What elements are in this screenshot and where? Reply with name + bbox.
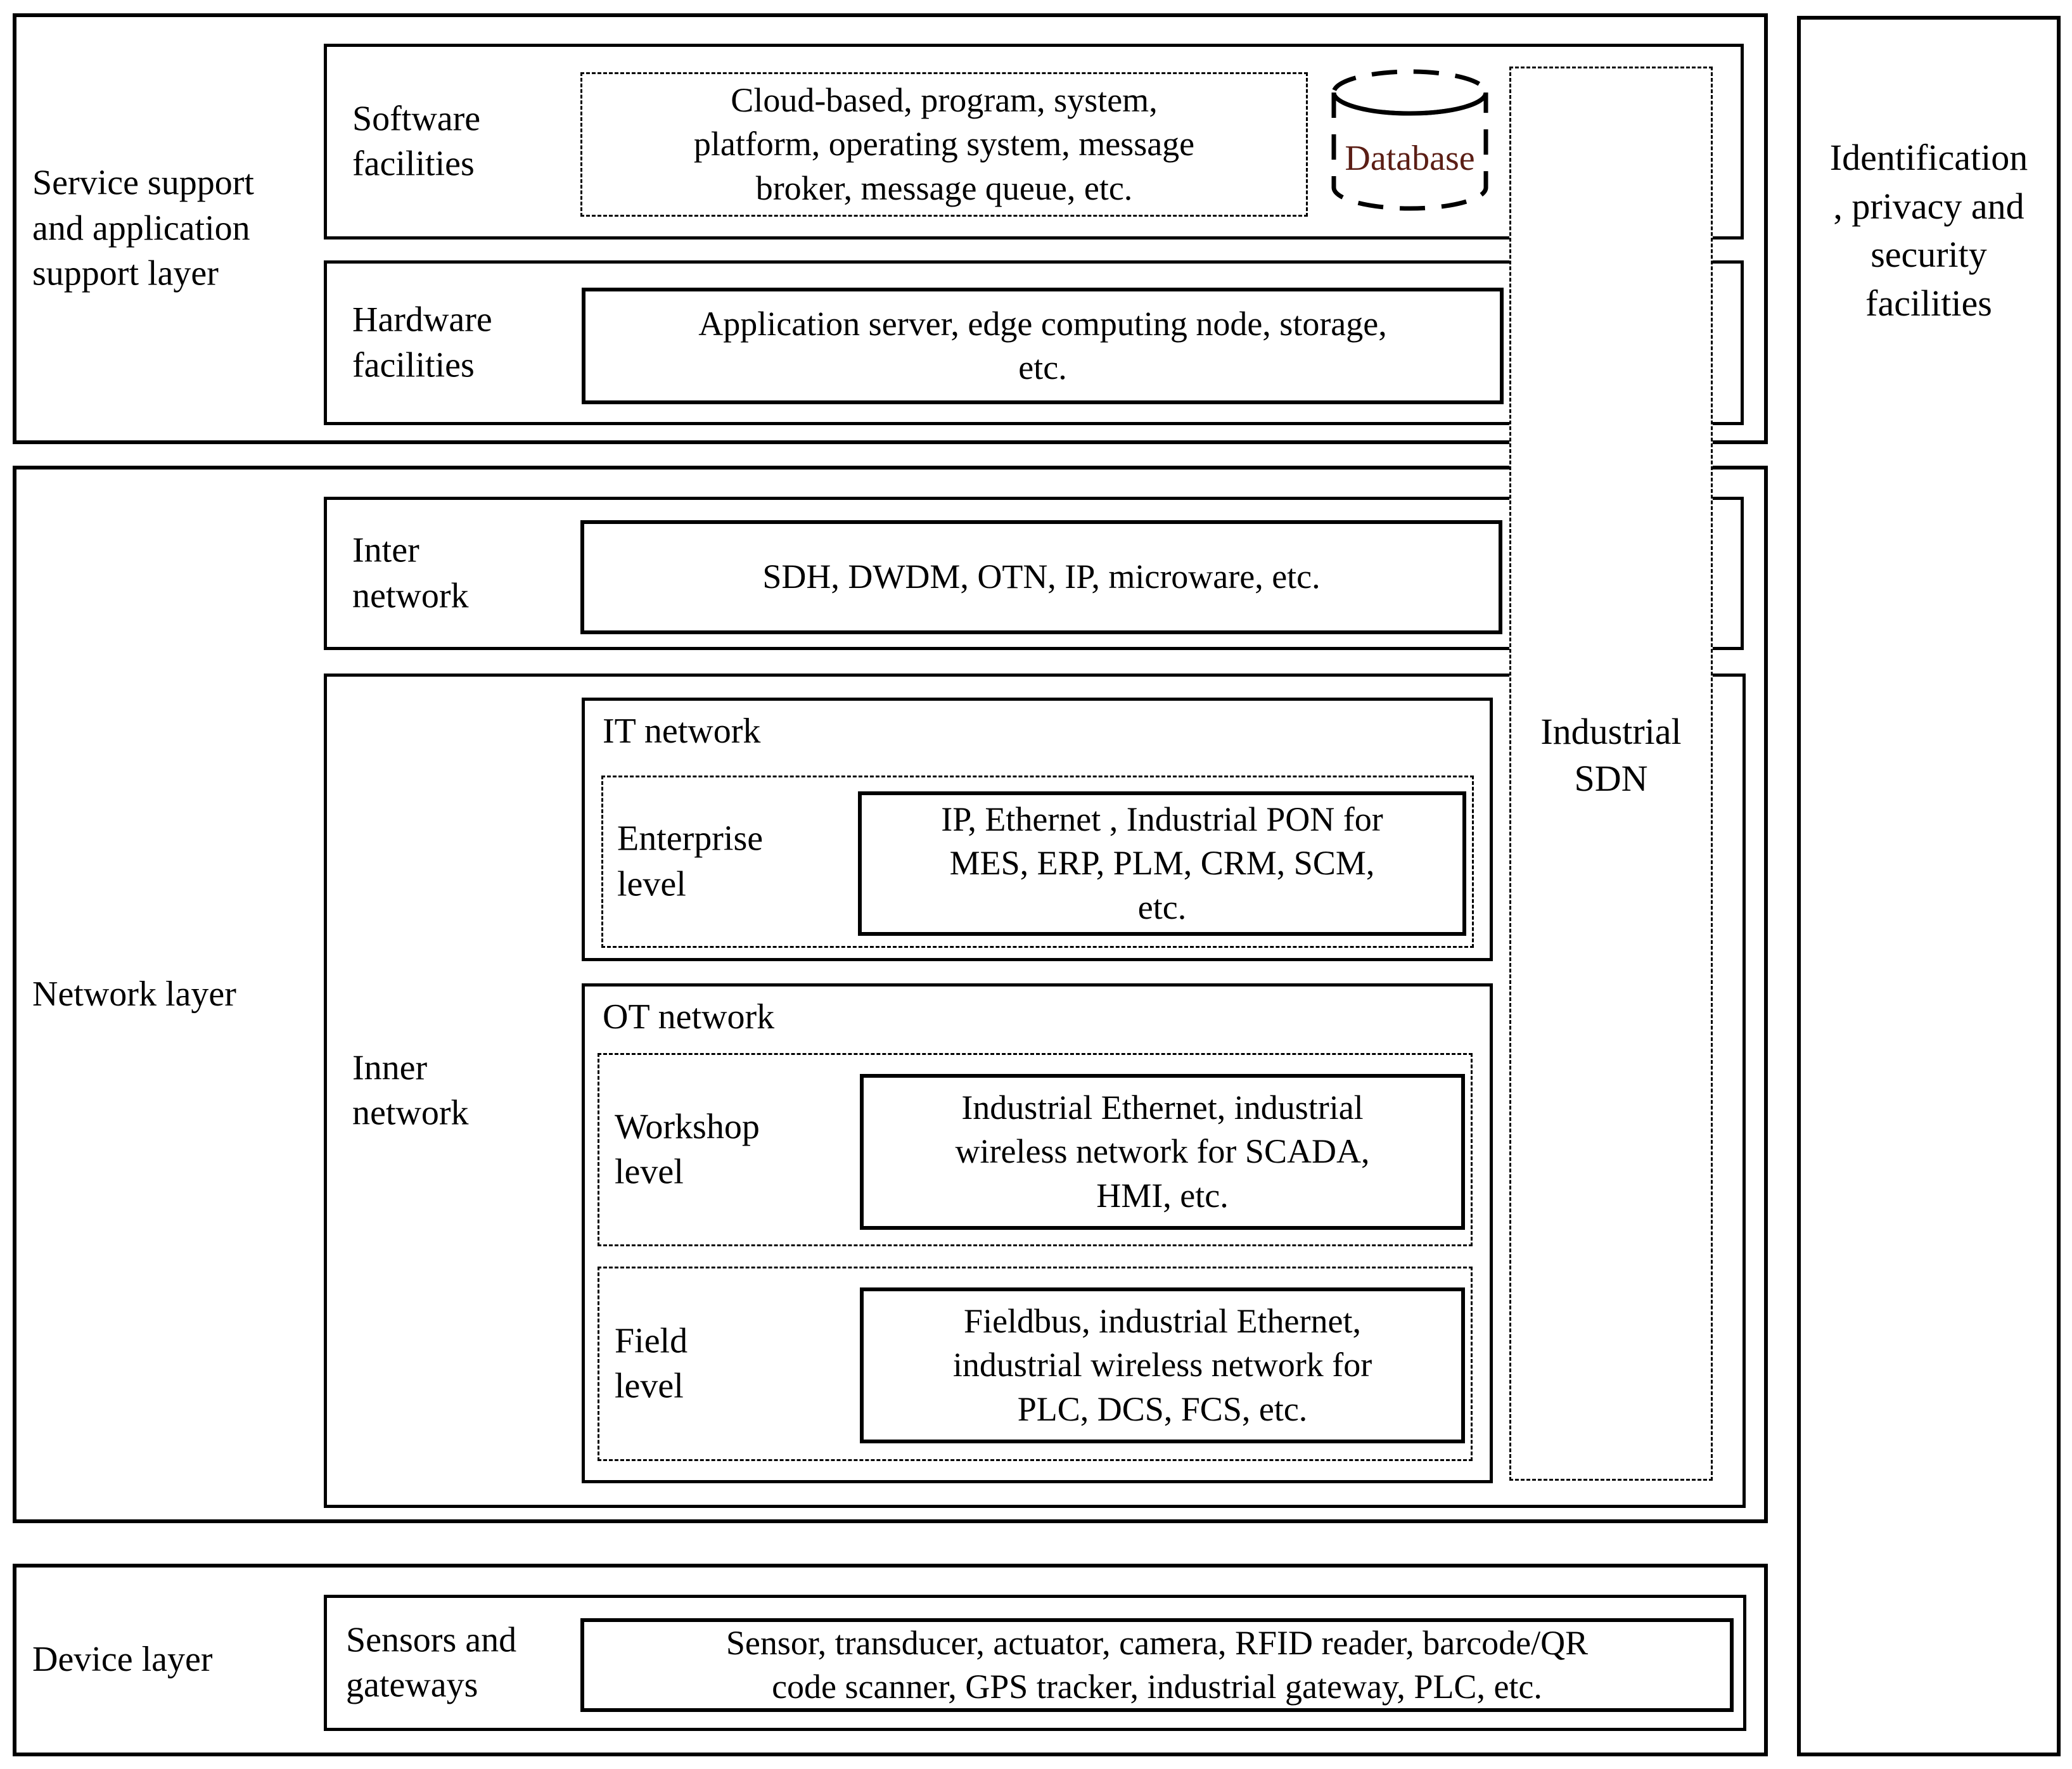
device-layer-box: Device layer Sensors and gateways Sensor… (13, 1564, 1768, 1756)
network-layer-label: Network layer (32, 974, 236, 1014)
sensors-gateways-label: Sensors and gateways (346, 1619, 517, 1705)
identification-privacy-security-label: Identification , privacy and security fa… (1829, 137, 2028, 324)
inter-network-row: Inter network SDH, DWDM, OTN, IP, microw… (324, 497, 1744, 650)
industrial-sdn-box: Industrial SDN (1509, 67, 1713, 1481)
service-support-layer-label: Service support and application support … (32, 163, 254, 293)
workshop-level-box: Workshop level Industrial Ethernet, indu… (598, 1053, 1473, 1246)
hardware-facilities-row: Hardware facilities Application server, … (324, 260, 1744, 425)
inner-network-box: Inner network IT network Enterprise leve… (324, 674, 1746, 1508)
field-level-label: Field level (615, 1320, 688, 1406)
database-icon (1331, 69, 1488, 211)
identification-privacy-security-panel: Identification , privacy and security fa… (1797, 16, 2061, 1756)
it-network-label: IT network (603, 712, 761, 751)
industrial-sdn-label: Industrial SDN (1540, 711, 1682, 800)
hardware-facilities-label: Hardware facilities (352, 300, 492, 385)
field-level-box: Field level Fieldbus, industrial Etherne… (598, 1267, 1473, 1461)
sensors-gateways-row: Sensors and gateways Sensor, transducer,… (324, 1595, 1746, 1731)
it-network-box: IT network Enterprise level IP, Ethernet… (582, 698, 1493, 961)
enterprise-level-label: Enterprise level (617, 819, 764, 904)
ot-network-box: OT network Workshop level Industrial Eth… (582, 983, 1493, 1483)
ot-network-label: OT network (603, 997, 775, 1037)
software-facilities-row: Software facilities Cloud-based, program… (324, 44, 1744, 239)
cloud-services-box: Cloud-based, program, system, platform, … (580, 72, 1308, 217)
software-facilities-label: Software facilities (352, 98, 481, 184)
database-cylinder: Database (1328, 68, 1492, 213)
network-layer-box: Network layer Inter network SDH, DWDM, O… (13, 466, 1768, 1523)
service-support-layer-box: Service support and application support … (13, 13, 1768, 444)
sensors-content-box: Sensor, transducer, actuator, camera, RF… (580, 1618, 1734, 1712)
inner-network-label: Inner network (352, 1047, 469, 1133)
database-label: Database (1345, 139, 1475, 178)
application-server-box: Application server, edge computing node,… (582, 288, 1504, 404)
workshop-content-box: Industrial Ethernet, industrial wireless… (860, 1074, 1465, 1230)
device-layer-label: Device layer (32, 1640, 213, 1680)
inter-network-label: Inter network (352, 530, 469, 615)
sdh-box: SDH, DWDM, OTN, IP, microware, etc. (580, 520, 1502, 634)
enterprise-content-box: IP, Ethernet , Industrial PON for MES, E… (858, 791, 1466, 936)
workshop-level-label: Workshop level (615, 1106, 760, 1192)
field-content-box: Fieldbus, industrial Ethernet, industria… (860, 1287, 1465, 1443)
enterprise-level-box: Enterprise level IP, Ethernet , Industri… (601, 776, 1474, 948)
